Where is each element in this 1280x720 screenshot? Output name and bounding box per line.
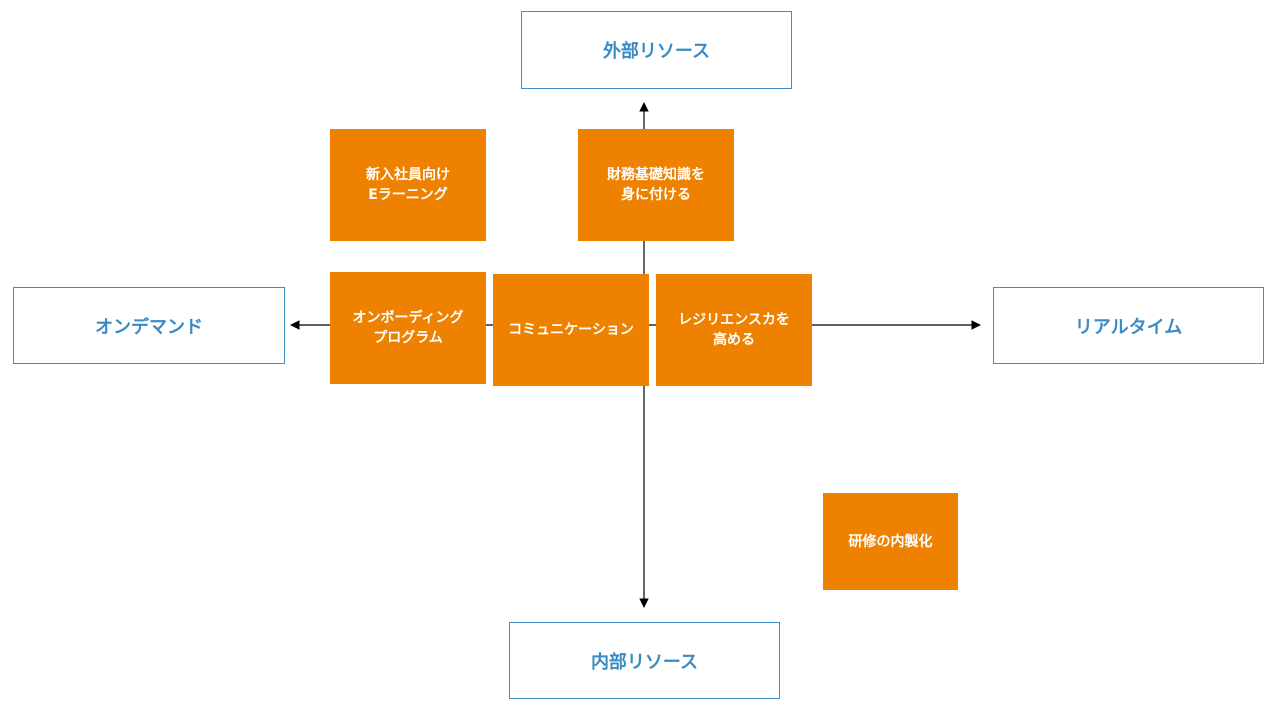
item-text-line: プログラム [373,330,443,346]
axis-label-left: オンデマンド [13,287,285,364]
item-text-line: 研修の内製化 [848,533,933,550]
item-resilience: レジリエンスカを 高める [656,274,812,386]
item-communication: コミュニケーション [493,274,649,386]
item-text-line: コミュニケーション [508,322,634,338]
axis-label-right: リアルタイム [993,287,1264,364]
item-text-line: Eラーニング [368,187,448,203]
item-new-hire-elearning: 新入社員向け Eラーニング [330,129,486,241]
axis-label-bottom: 内部リソース [509,622,780,699]
item-text-line: 財務基礎知識を [607,167,705,183]
item-text-line: 新入社員向け [366,167,450,183]
item-onboarding-program: オンボーディング プログラム [330,272,486,384]
item-text-line: オンボーディング [352,310,464,326]
item-text-line: レジリエンスカを [678,312,790,328]
item-text-line: 身に付ける [621,187,691,203]
item-text-line: 高める [713,332,755,348]
item-inhouse-training: 研修の内製化 [823,493,958,590]
item-financial-basics: 財務基礎知識を 身に付ける [578,129,734,241]
axis-label-top: 外部リソース [521,11,792,89]
